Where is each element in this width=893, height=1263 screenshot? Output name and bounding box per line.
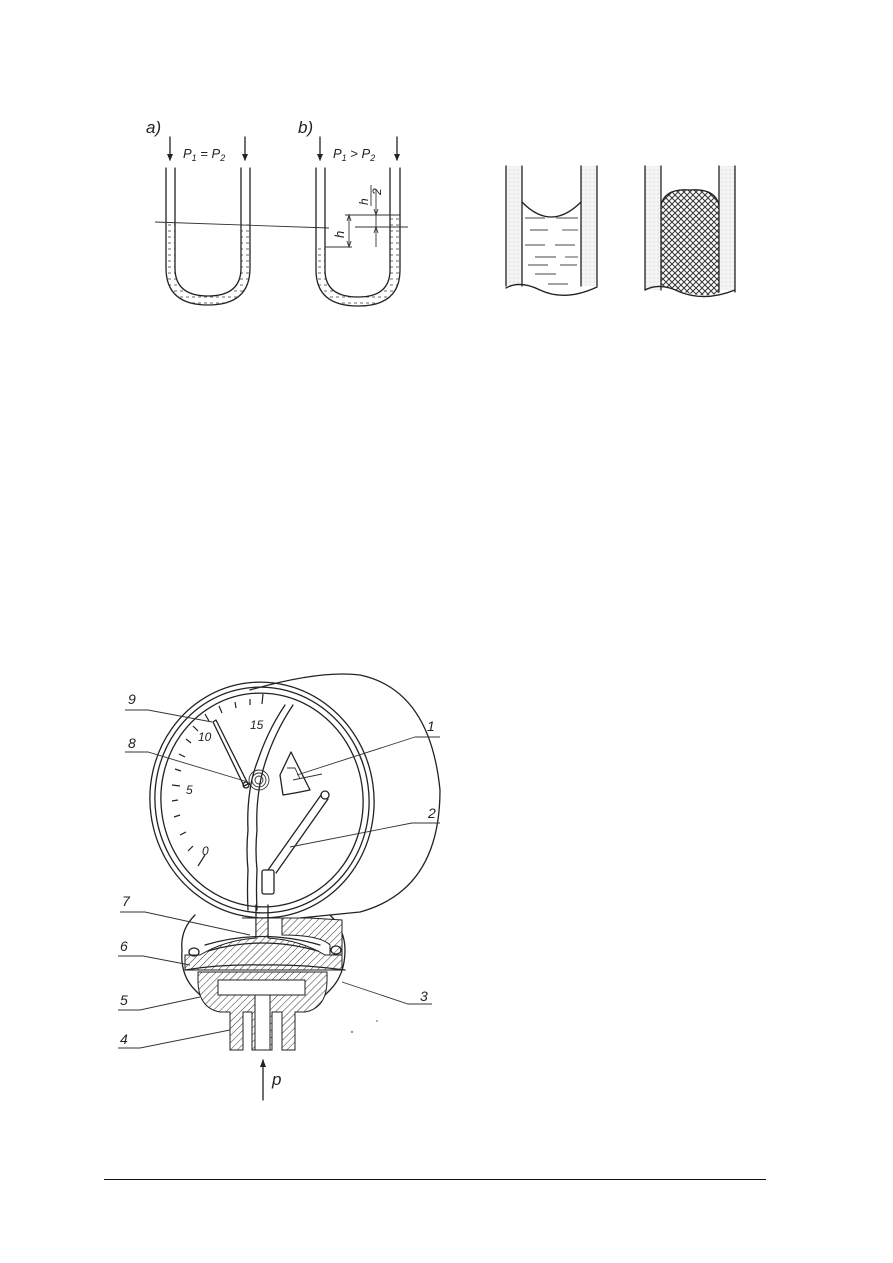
part-label-2: 2	[427, 805, 436, 821]
panel-b-label: b)	[298, 118, 313, 137]
gauge-housing	[249, 673, 441, 919]
part-label-5: 5	[120, 992, 128, 1008]
liquid-column-a	[166, 222, 250, 305]
diaphragm	[184, 964, 346, 971]
part-label-8: 8	[128, 735, 136, 751]
leader-lines	[118, 709, 440, 1049]
gauge-scale	[171, 693, 264, 867]
panel-b-condition: P1 > P2	[333, 146, 375, 163]
panel-a-condition: P1 = P2	[183, 146, 225, 163]
scale-label-5: 5	[186, 783, 193, 797]
scale-label-0: 0	[202, 844, 209, 858]
dimension-h-half: h 2	[355, 185, 408, 247]
connecting-rod	[267, 794, 329, 874]
part-label-9: 9	[128, 691, 136, 707]
pressure-arrow-icon	[317, 136, 400, 161]
svg-text:2: 2	[370, 188, 384, 196]
gauge-diagram: 0 5 10 15	[118, 673, 441, 1101]
toothed-sector	[279, 751, 311, 796]
pressure-arrow-icon	[167, 136, 248, 161]
scale-label-15: 15	[250, 718, 264, 732]
u-tube-a-inner	[174, 167, 242, 297]
scan-artifacts	[350, 1020, 378, 1034]
svg-text:h: h	[332, 231, 347, 238]
part-label-7: 7	[122, 893, 131, 909]
liquid-column-b	[316, 215, 400, 306]
dimension-h: h	[325, 213, 400, 249]
part-label-6: 6	[120, 938, 128, 954]
cutaway-edge	[246, 704, 286, 911]
part-label-4: 4	[120, 1031, 128, 1047]
part-label-1: 1	[427, 718, 435, 734]
gauge-body	[181, 914, 346, 1051]
gauge-pointer	[212, 719, 249, 787]
footer-rule	[104, 1179, 766, 1180]
u-tube-diagram: a) P1 = P2 b) P1 > P2	[146, 118, 408, 307]
hair-spring	[248, 769, 270, 791]
u-tube-b-inner	[324, 167, 391, 298]
figure-diaphragm-gauge: 0 5 10 15	[0, 640, 893, 1120]
figure-u-tube-manometers: a) P1 = P2 b) P1 > P2	[0, 0, 893, 330]
pressure-label: p	[271, 1070, 281, 1089]
part-label-3: 3	[420, 988, 428, 1004]
u-tube-b-outer	[315, 167, 401, 307]
scale-label-10: 10	[198, 730, 212, 744]
panel-a-label: a)	[146, 118, 161, 137]
u-tube-a-outer	[165, 167, 251, 306]
reference-level-line	[154, 221, 330, 229]
pressure-inlet-arrow-icon	[260, 1059, 266, 1101]
svg-text:h: h	[357, 198, 371, 205]
gauge-bezel	[149, 681, 375, 919]
